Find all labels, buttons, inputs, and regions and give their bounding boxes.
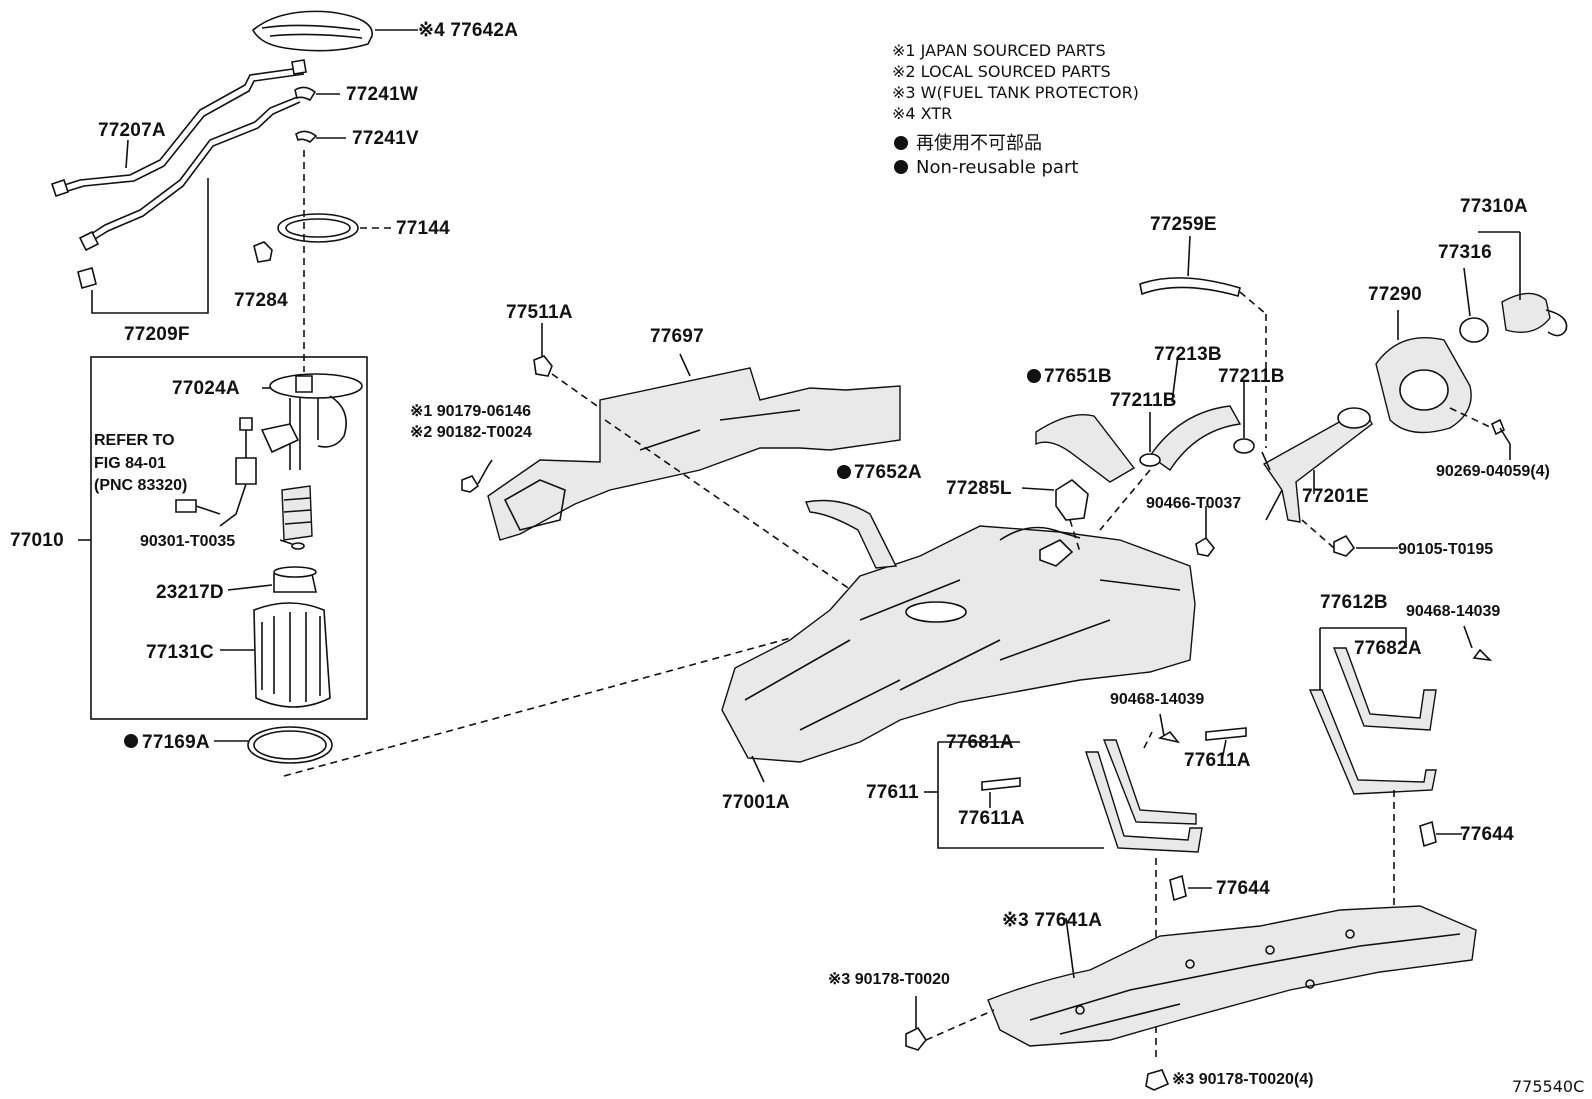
label-77644-right[interactable]: 77644 [1460,824,1514,845]
label-90182-T0024[interactable]: ※2 90182-T0024 [410,424,532,441]
assembly-frame [90,356,368,720]
label-77651B[interactable]: 77651B [1044,366,1112,387]
label-77642A[interactable]: ※4 77642A [418,20,518,41]
label-77290[interactable]: 77290 [1368,284,1422,305]
nonreusable-dot-icon [124,734,138,748]
label-77241W[interactable]: 77241W [346,84,418,105]
label-77144[interactable]: 77144 [396,218,450,239]
label-77241V[interactable]: 77241V [352,128,419,149]
label-77641A[interactable]: ※3 77641A [1002,910,1102,931]
label-77131C[interactable]: 77131C [146,642,214,663]
label-77259E[interactable]: 77259E [1150,214,1217,235]
label-77611A-left[interactable]: 77611A [958,808,1025,829]
label-77001A[interactable]: 77001A [722,792,790,813]
fuel-tank-drawing [721,525,1196,763]
label-90468-14039-center[interactable]: 90468-14039 [1110,691,1204,708]
label-77211B-left[interactable]: 77211B [1110,390,1177,411]
label-77209F[interactable]: 77209F [124,324,190,345]
legend-nonreusable-jp: 再使用不可部品 [916,133,1042,154]
figure-code: 775540C [1512,1077,1584,1096]
legend-nonreusable-en: Non-reusable part [916,157,1078,178]
label-77681A[interactable]: 77681A [946,732,1014,753]
label-77697[interactable]: 77697 [650,326,704,347]
label-77310A[interactable]: 77310A [1460,196,1528,217]
label-77010[interactable]: 77010 [10,530,64,551]
legend-local-sourced: ※2 LOCAL SOURCED PARTS [892,62,1111,81]
label-77207A[interactable]: 77207A [98,120,166,141]
fuel-pump-assembly [50,10,418,764]
label-77611[interactable]: 77611 [866,782,919,803]
label-77652A[interactable]: 77652A [854,462,922,483]
sender-cover-drawing [251,10,373,52]
label-77682A[interactable]: 77682A [1354,638,1422,659]
nonreusable-dot-icon [1027,369,1041,383]
label-77284[interactable]: 77284 [234,290,288,311]
fuel-line-77207A [54,67,301,189]
legend: ※1 JAPAN SOURCED PARTS ※2 LOCAL SOURCED … [892,41,1139,178]
nonreusable-dot-icon [837,465,851,479]
nonreusable-dot-icon [894,136,908,150]
label-77285L[interactable]: 77285L [946,478,1012,499]
legend-japan-sourced: ※1 JAPAN SOURCED PARTS [892,41,1106,60]
part-labels: ※4 77642A 77241W 77207A 77241V 77144 772… [10,20,1584,1096]
legend-protector: ※3 W(FUEL TANK PROTECTOR) [892,83,1139,102]
label-90468-14039-right[interactable]: 90468-14039 [1406,603,1500,620]
label-90179-06146[interactable]: ※1 90179-06146 [410,403,531,420]
fuel-tank-protector-drawing [987,905,1477,1047]
refer-note-line3: (PNC 83320) [94,477,187,494]
legend-xtr: ※4 XTR [892,104,952,123]
label-77024A[interactable]: 77024A [172,378,240,399]
label-77612B[interactable]: 77612B [1320,592,1388,613]
label-77201E[interactable]: 77201E [1302,486,1369,507]
label-77316[interactable]: 77316 [1438,242,1492,263]
label-77644-center[interactable]: 77644 [1216,878,1270,899]
fuel-tank-assembly [283,231,1568,1091]
label-90178-T0020-left[interactable]: ※3 90178-T0020 [828,971,950,988]
label-90269-04059[interactable]: 90269-04059(4) [1436,463,1550,480]
label-77213B[interactable]: 77213B [1154,344,1222,365]
label-77169A[interactable]: 77169A [142,732,210,753]
label-90301-T0035[interactable]: 90301-T0035 [140,533,235,550]
label-90466-T0037[interactable]: 90466-T0037 [1146,495,1241,512]
label-90178-T0020-right[interactable]: ※3 90178-T0020(4) [1172,1071,1314,1088]
label-23217D[interactable]: 23217D [156,582,224,603]
label-77511A[interactable]: 77511A [506,302,573,323]
nonreusable-dot-icon [894,160,908,174]
label-77211B-right[interactable]: 77211B [1218,366,1285,387]
refer-note-line2: FIG 84-01 [94,455,166,472]
refer-note-line1: REFER TO [94,432,175,449]
label-77611A-right[interactable]: 77611A [1184,750,1251,771]
label-90105-T0195[interactable]: 90105-T0195 [1398,541,1493,558]
